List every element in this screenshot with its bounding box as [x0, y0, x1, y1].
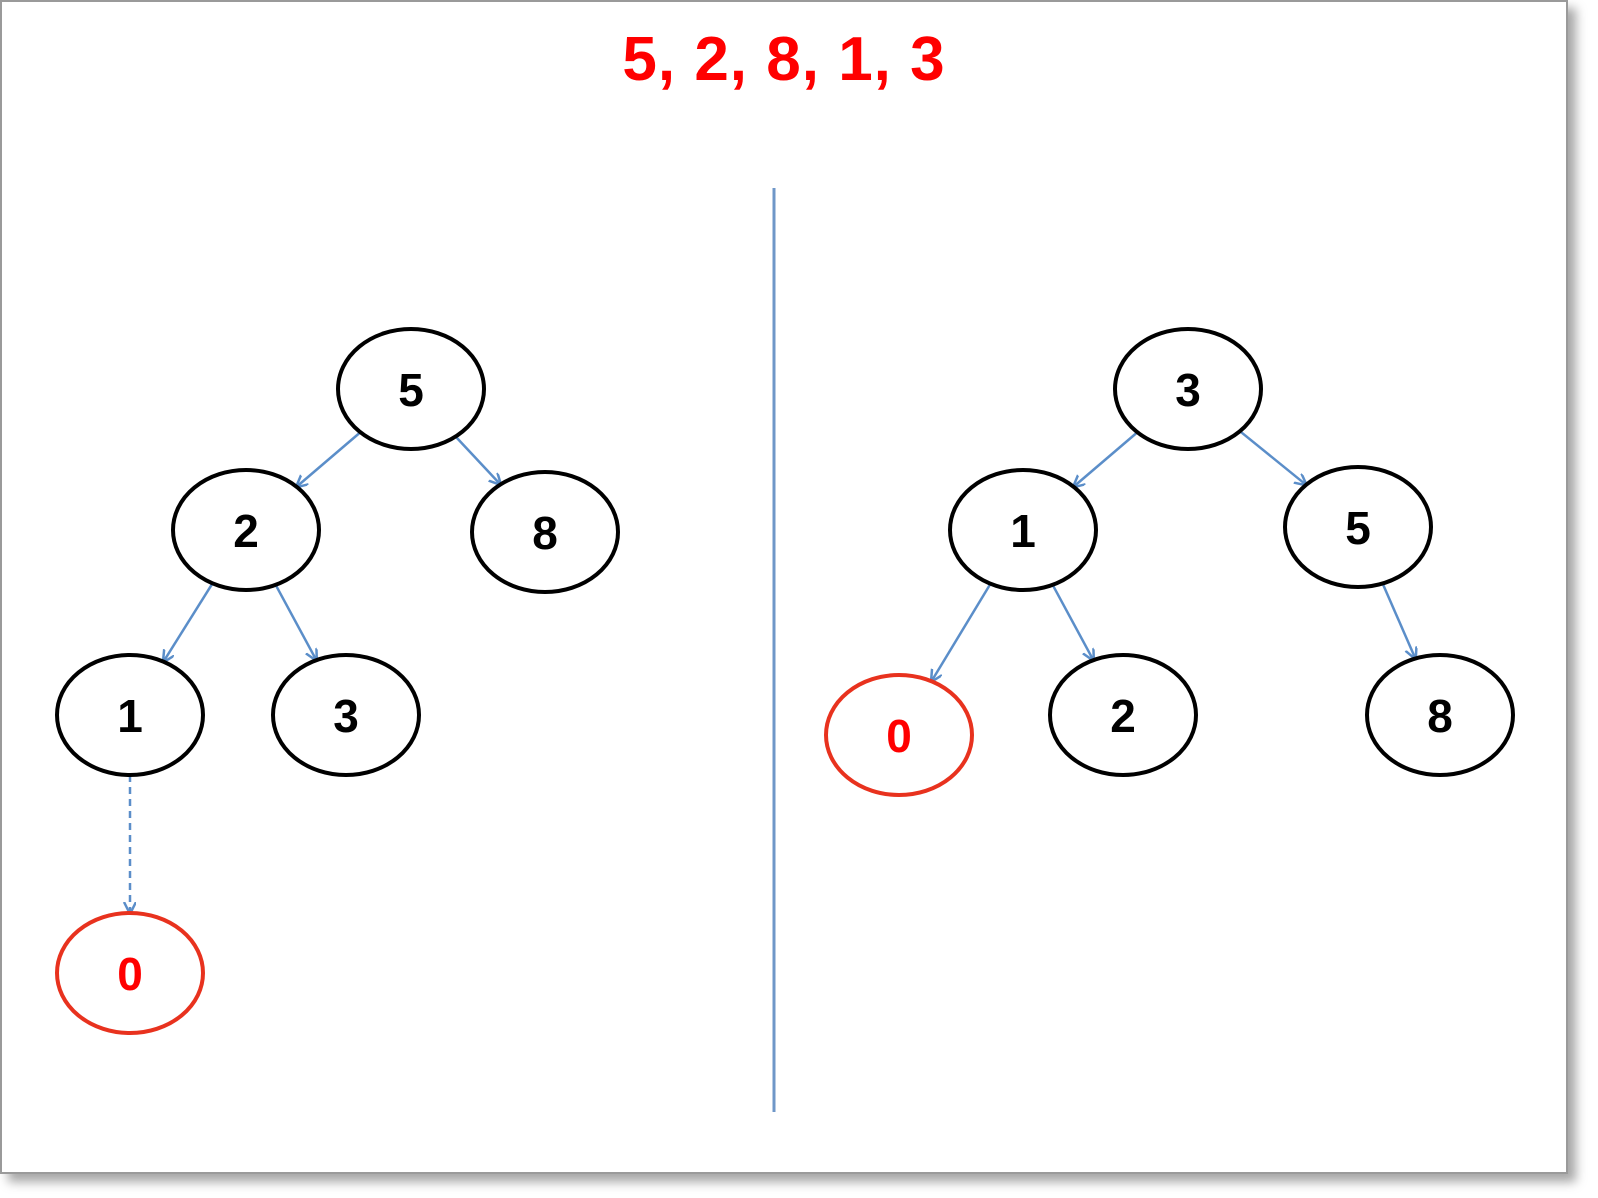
right_tree-node-8: 8 [1365, 653, 1515, 777]
left_tree-node-label: 5 [398, 364, 424, 416]
right_tree-node-ellipse [1113, 327, 1263, 451]
right_tree-node-2: 2 [1048, 653, 1198, 777]
right_tree-edge-r3-r1 [1074, 431, 1139, 487]
right_tree-node-1: 1 [948, 468, 1098, 592]
left_tree-node-label: 0 [117, 948, 143, 1000]
edges [130, 430, 1416, 913]
left_tree-node-8: 8 [470, 470, 620, 594]
right_tree-edge-r1-r0 [931, 583, 992, 682]
right_tree-node-label: 3 [1175, 364, 1201, 416]
left_tree-node-ellipse [271, 653, 421, 777]
left_tree-edge-n2-n1 [163, 582, 214, 661]
right_tree-node-label: 2 [1110, 690, 1136, 742]
left_tree-node-ellipse [55, 653, 205, 777]
left_tree-node-ellipse [470, 470, 620, 594]
sequence-title: 5, 2, 8, 1, 3 [622, 25, 946, 94]
left_tree-edge-n2-n3 [274, 584, 317, 660]
left_tree-node-label: 3 [333, 690, 359, 742]
left_tree-node-label: 8 [532, 507, 558, 559]
left_tree-node-label: 2 [233, 505, 259, 557]
right_tree-node-ellipse [1283, 465, 1433, 589]
left_tree-node-3: 3 [271, 653, 421, 777]
right_tree-node-label: 8 [1427, 690, 1453, 742]
right_tree-edge-r5-r8 [1381, 582, 1416, 658]
left_tree-node-ellipse [336, 327, 486, 451]
left_tree-node-2: 2 [171, 468, 321, 592]
left_tree-edge-n5-n2 [297, 431, 362, 487]
right_tree-node-5: 5 [1283, 465, 1433, 589]
left_tree-node-ellipse [171, 468, 321, 592]
right_tree-node-ellipse [1365, 653, 1515, 777]
left_tree-node-1: 1 [55, 653, 205, 777]
right_tree-node-0-highlighted: 0 [824, 673, 974, 797]
right_tree-node-ellipse [824, 673, 974, 797]
left_tree-edge-n5-n8 [454, 435, 501, 485]
right_tree-node-label: 5 [1345, 502, 1371, 554]
right_tree-edge-r3-r5 [1239, 430, 1306, 485]
tree-diagram: 5 2 8 1 3 0 3 1 5 0 2 8 [55, 188, 1515, 1112]
right_tree-edge-r1-r2 [1051, 584, 1094, 660]
right_tree-node-label: 0 [886, 710, 912, 762]
left_tree-node-label: 1 [117, 690, 143, 742]
right_tree-node-label: 1 [1010, 505, 1036, 557]
left_tree-node-5: 5 [336, 327, 486, 451]
left_tree-node-0-highlighted: 0 [55, 911, 205, 1035]
left_tree-node-ellipse [55, 911, 205, 1035]
nodes: 5 2 8 1 3 0 3 1 5 0 2 8 [55, 327, 1515, 1035]
right_tree-node-ellipse [948, 468, 1098, 592]
right_tree-node-ellipse [1048, 653, 1198, 777]
right_tree-node-3: 3 [1113, 327, 1263, 451]
